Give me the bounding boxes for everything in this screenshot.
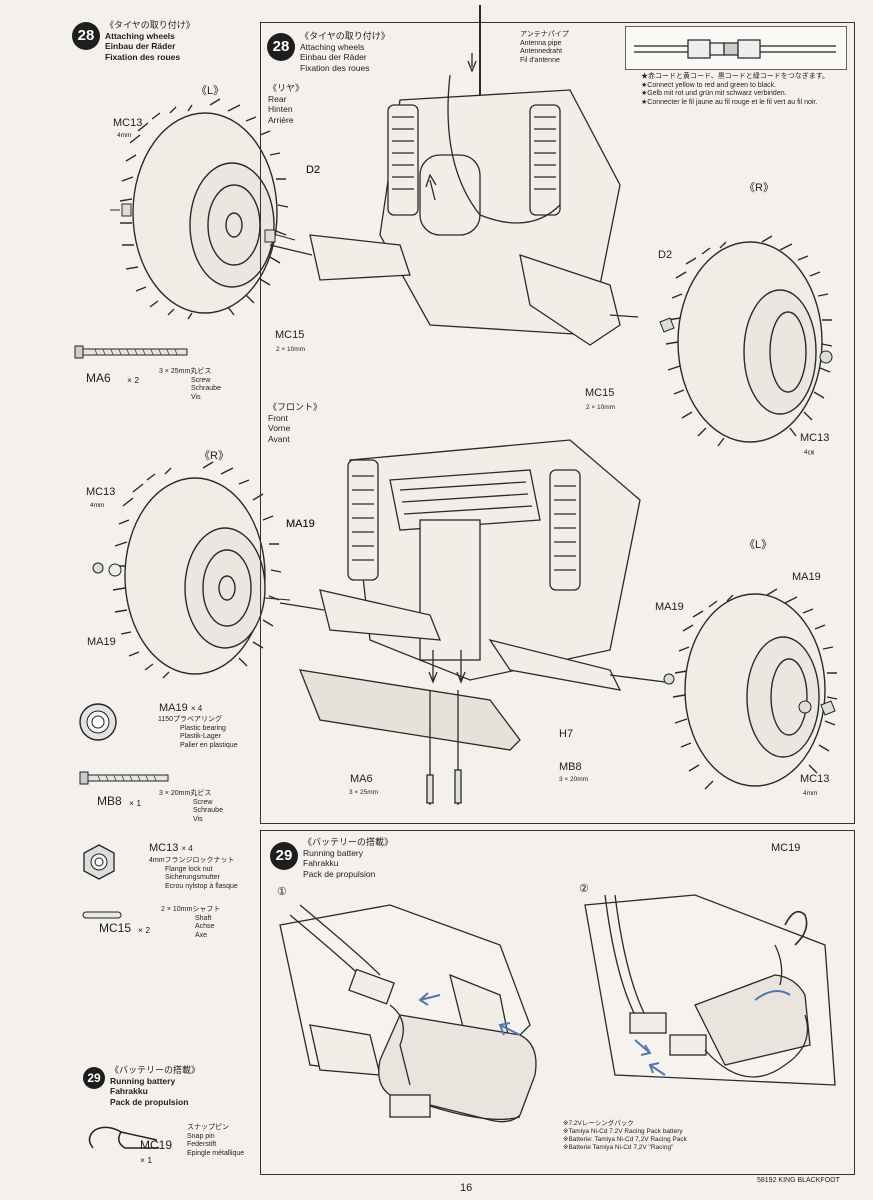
mc13-unit-middle-left: 4mm <box>90 502 105 509</box>
mc13-unit-bottom-right: 4mm <box>803 790 818 797</box>
h7-label: H7 <box>559 728 574 740</box>
rear-label: 《リヤ》 Rear Hinten Arrière <box>268 83 305 125</box>
mc15-part-code: MC15 <box>99 921 132 935</box>
mc15-part-desc: 2 × 10mmシャフト Shaft Achse Axe <box>161 906 221 939</box>
wheel-r-label-left: 《R》 <box>199 450 229 462</box>
step-29-main-badge: 29 <box>270 842 298 870</box>
wheel-l-label-main: 《L》 <box>744 539 773 551</box>
mb8-label-main: MB8 <box>559 761 582 773</box>
rear-chassis-illustration <box>269 5 639 346</box>
wheel-left-middle-illustration <box>92 461 291 679</box>
wheel-l-label: 《L》 <box>196 85 225 97</box>
step-28-badge: 28 <box>72 22 100 50</box>
battery-install-illustration-1 <box>279 904 537 1123</box>
mc13-part-code: MC13 × 4 <box>149 842 193 854</box>
step-29-badge-small: 29 <box>83 1067 105 1089</box>
ma6-part-code: MA6 <box>86 371 111 385</box>
ma19-part-desc: 1150プラベアリング Plastic bearing Plastik-Lage… <box>158 716 238 749</box>
wheel-right-rear-illustration <box>659 235 833 447</box>
mc19-part-code: MC19 <box>140 1138 173 1152</box>
step-28-title-small: 《タイヤの取り付け》 Attaching wheels Einbau der R… <box>105 20 195 62</box>
connector-diagram <box>634 39 836 59</box>
wheel-left-top-illustration <box>110 98 296 320</box>
mb8-part-desc: 3 × 20mm丸ビス Screw Schraube Vis <box>159 790 223 823</box>
antenna-label: アンテナパイプ Antenna pipe Antennedraht Fil d'… <box>520 31 569 64</box>
mc13-nut-icon <box>83 844 115 880</box>
ma19-bearing-icon <box>79 703 117 741</box>
step-29-panel <box>260 830 855 1175</box>
ma19-label-front-left: MA19 <box>286 518 315 530</box>
mb8-screw-icon <box>79 771 169 785</box>
front-chassis-illustration <box>279 439 666 805</box>
d2-label-rear: D2 <box>306 164 321 176</box>
mc15-label-left: MC15 <box>275 329 305 341</box>
mc15-unit-left: 2 × 10mm <box>276 346 306 353</box>
ma6-unit-main: 3 × 25mm <box>349 789 379 796</box>
ma19-part-code: MA19 × 4 <box>159 702 203 714</box>
front-label: 《フロント》 Front Vorne Avant <box>268 402 323 444</box>
model-code: 58192 KING BLACKFOOT <box>757 1177 840 1184</box>
mc13-part-desc: 4mmフランジロックナット Flange lock nut Sicherungs… <box>149 857 238 890</box>
wheel-right-front-illustration <box>663 588 838 790</box>
battery-install-illustration-2 <box>584 894 836 1086</box>
substep-2-label: ② <box>579 883 589 895</box>
mc19-part-desc: スナップピン Snap pin Federstift Epingle métal… <box>187 1124 245 1157</box>
d2-label-left: D2 <box>306 164 321 176</box>
ma19-label-near-wheel: MA19 <box>286 518 315 530</box>
ma6-part-qty: × 2 <box>127 375 140 385</box>
ma6-screw-icon <box>74 345 188 359</box>
mb8-unit-main: 3 × 20mm <box>559 776 589 783</box>
mc13-label-right: MC13 <box>800 432 830 444</box>
ma19-label-middle-left: MA19 <box>87 636 116 648</box>
step-28-main-badge: 28 <box>267 33 295 61</box>
wheel-r-label-main: 《R》 <box>744 182 774 194</box>
ma6-label-main: MA6 <box>350 773 373 785</box>
connector-note: ★赤コードと黄コード、黒コードと緑コードをつなぎます。 ★Connect yel… <box>641 73 830 106</box>
mc13-label-middle-left: MC13 <box>86 486 116 498</box>
step-28-main-title: 《タイヤの取り付け》 Attaching wheels Einbau der R… <box>300 31 390 73</box>
mc15-label-rear-right: MC15 <box>585 387 615 399</box>
mc19-snap-pin-icon <box>88 1126 159 1149</box>
mc19-part-qty: × 1 <box>140 1155 153 1165</box>
mc13-label-bottom-right: MC13 <box>800 773 830 785</box>
battery-note: ※7.2Vレーシングパック ※Tamiya Ni-Cd 7.2V Racing … <box>563 1120 687 1151</box>
mb8-part-code: MB8 <box>97 794 122 808</box>
mc19-label-main: MC19 <box>771 842 801 854</box>
substep-1-label: ① <box>277 886 287 898</box>
mc13-unit-right: 4㎝ <box>804 449 815 456</box>
mc15-part-qty: × 2 <box>138 925 151 935</box>
mc13-unit-top-left: 4mm <box>117 132 132 139</box>
ma19-label-right: MA19 <box>655 601 684 613</box>
mc13-label-top-left: MC13 <box>113 117 143 129</box>
d2-label-right: D2 <box>658 249 673 261</box>
mb8-part-qty: × 1 <box>129 798 142 808</box>
step-28-panel <box>260 22 855 824</box>
mc15-shaft-icon <box>82 911 122 919</box>
page-number: 16 <box>460 1182 473 1194</box>
mc15-unit-rear-right: 2 × 10mm <box>586 404 616 411</box>
step-29-main-title: 《バッテリーの搭載》 Running battery Fahrakku Pack… <box>303 837 394 879</box>
step-29-title-small: 《バッテリーの搭載》 Running battery Fahrakku Pack… <box>110 1065 201 1107</box>
ma19-label-right-top: MA19 <box>792 571 821 583</box>
ma6-part-desc: 3 × 25mm丸ビス Screw Schraube Vis <box>159 368 221 401</box>
